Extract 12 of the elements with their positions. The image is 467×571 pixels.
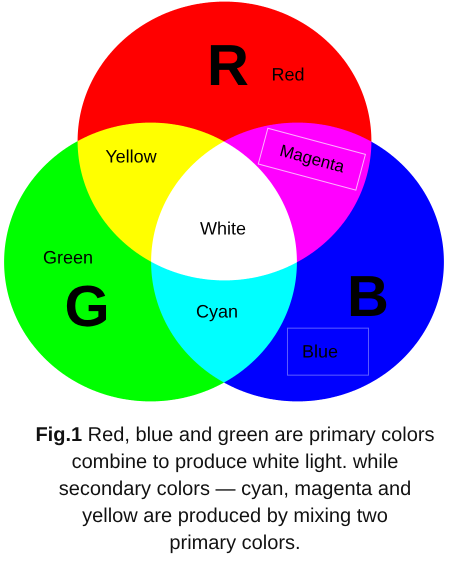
- region-label: White: [200, 218, 246, 240]
- circle-letter: G: [64, 278, 110, 336]
- framed-label: Blue: [286, 327, 370, 376]
- circle-letter: B: [347, 268, 389, 326]
- region-label: Yellow: [105, 146, 157, 168]
- overlap-region: [151, 261, 297, 383]
- circle-label: Red: [271, 64, 305, 86]
- circle-label: Green: [42, 248, 94, 268]
- circle-letter: R: [207, 37, 249, 95]
- region-label: Cyan: [196, 302, 238, 322]
- figure-caption: Fig.1 Red, blue and green are primary colors combine to produce white light. while secondary colors — cyan, magenta and yellow are produced by mixing two primary colors.: [34, 423, 436, 556]
- circle-region: [78, 2, 371, 142]
